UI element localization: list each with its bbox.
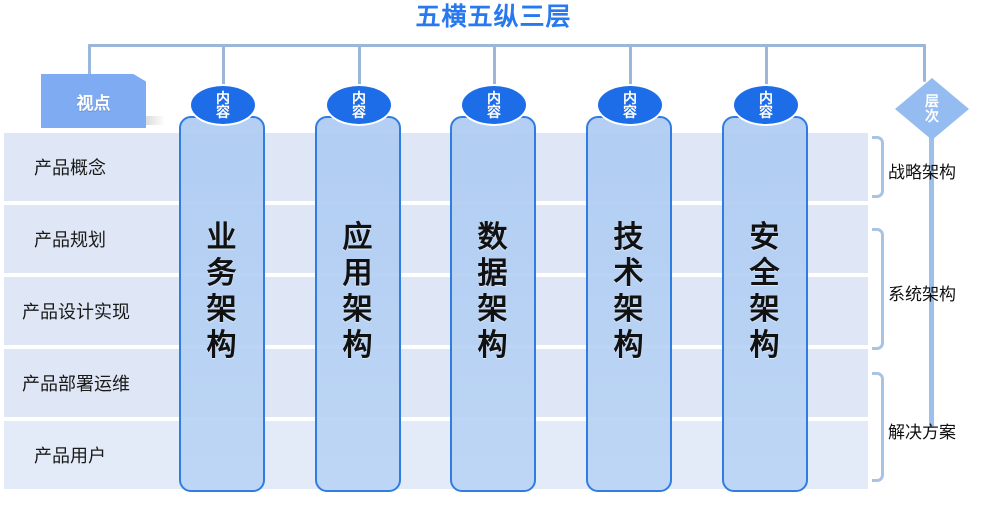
row-label-1: 产品概念 [34, 133, 106, 201]
tier-label-text: 系统架构 [888, 285, 956, 304]
column-char: 术 [613, 257, 645, 290]
column-card-application[interactable] [315, 116, 401, 492]
column-char: 构 [613, 329, 645, 362]
column-label-security: 安 全 架 构 [722, 220, 808, 364]
row-label-text: 产品部署运维 [22, 374, 130, 394]
tier-label-system: 系统架构 [888, 280, 956, 305]
connector-drop-col-4 [629, 44, 632, 86]
tier-label-text: 战略架构 [888, 163, 956, 182]
badge-char: 内 [352, 90, 366, 106]
column-char: 技 [613, 221, 645, 254]
connector-drop-viewpoint [88, 44, 91, 76]
connector-drop-col-1 [222, 44, 225, 86]
badge-char: 内 [487, 90, 501, 106]
content-badge-col-4[interactable]: 内 容 [596, 84, 664, 126]
connector-horizontal-bus [88, 44, 926, 47]
column-label-data: 数 据 架 构 [450, 220, 536, 364]
badge-char: 容 [216, 104, 230, 120]
content-badge-col-5[interactable]: 内 容 [732, 84, 800, 126]
column-char: 全 [749, 257, 781, 290]
badge-char: 内 [759, 90, 773, 106]
column-label-business: 业 务 架 构 [179, 220, 265, 364]
column-char: 架 [342, 293, 374, 326]
column-card-security[interactable] [722, 116, 808, 492]
connector-drop-level [923, 44, 926, 82]
content-badge-col-1[interactable]: 内 容 [189, 84, 257, 126]
column-char: 构 [342, 329, 374, 362]
column-label-technology: 技 术 架 构 [586, 220, 672, 364]
column-char: 安 [749, 221, 781, 254]
column-card-data[interactable] [450, 116, 536, 492]
row-label-3: 产品设计实现 [22, 277, 130, 345]
tier-label-solution: 解决方案 [888, 418, 956, 443]
column-char: 据 [477, 257, 509, 290]
column-char: 务 [206, 257, 238, 290]
badge-char: 容 [623, 104, 637, 120]
column-char: 架 [477, 293, 509, 326]
tier-bracket-2 [872, 228, 884, 350]
badge-char: 内 [623, 90, 637, 106]
column-char: 构 [206, 329, 238, 362]
viewpoint-tab-shadow [143, 116, 165, 125]
column-char: 架 [749, 293, 781, 326]
level-spine [929, 128, 934, 428]
connector-drop-col-5 [765, 44, 768, 86]
column-label-application: 应 用 架 构 [315, 220, 401, 364]
row-label-4: 产品部署运维 [22, 349, 130, 417]
content-badge-col-3[interactable]: 内 容 [460, 84, 528, 126]
row-label-2: 产品规划 [34, 205, 106, 273]
tier-bracket-3 [872, 372, 884, 482]
column-char: 业 [206, 221, 238, 254]
level-char: 次 [925, 108, 939, 124]
tier-label-strategy: 战略架构 [888, 158, 956, 183]
column-char: 数 [477, 221, 509, 254]
page-title: 五横五纵三层 [415, 3, 572, 31]
row-label-5: 产品用户 [34, 421, 106, 489]
tier-label-text: 解决方案 [888, 423, 956, 442]
badge-char: 容 [487, 104, 501, 120]
column-char: 架 [613, 293, 645, 326]
level-char: 层 [925, 93, 939, 109]
badge-char: 容 [352, 104, 366, 120]
viewpoint-label: 视点 [76, 93, 111, 113]
row-label-text: 产品概念 [34, 158, 106, 178]
content-badge-col-2[interactable]: 内 容 [325, 84, 393, 126]
badge-char: 容 [759, 104, 773, 120]
level-diamond[interactable]: 层 次 [895, 78, 969, 140]
viewpoint-tab[interactable]: 视点 [41, 74, 146, 128]
column-card-technology[interactable] [586, 116, 672, 492]
row-label-text: 产品用户 [34, 446, 106, 466]
badge-char: 内 [216, 90, 230, 106]
connector-drop-col-2 [358, 44, 361, 86]
row-label-text: 产品设计实现 [22, 302, 130, 322]
column-char: 构 [749, 329, 781, 362]
column-char: 应 [342, 221, 374, 254]
column-char: 架 [206, 293, 238, 326]
connector-drop-col-3 [493, 44, 496, 86]
column-char: 构 [477, 329, 509, 362]
tier-bracket-1 [872, 136, 884, 198]
row-label-text: 产品规划 [34, 230, 106, 250]
column-char: 用 [342, 257, 374, 290]
